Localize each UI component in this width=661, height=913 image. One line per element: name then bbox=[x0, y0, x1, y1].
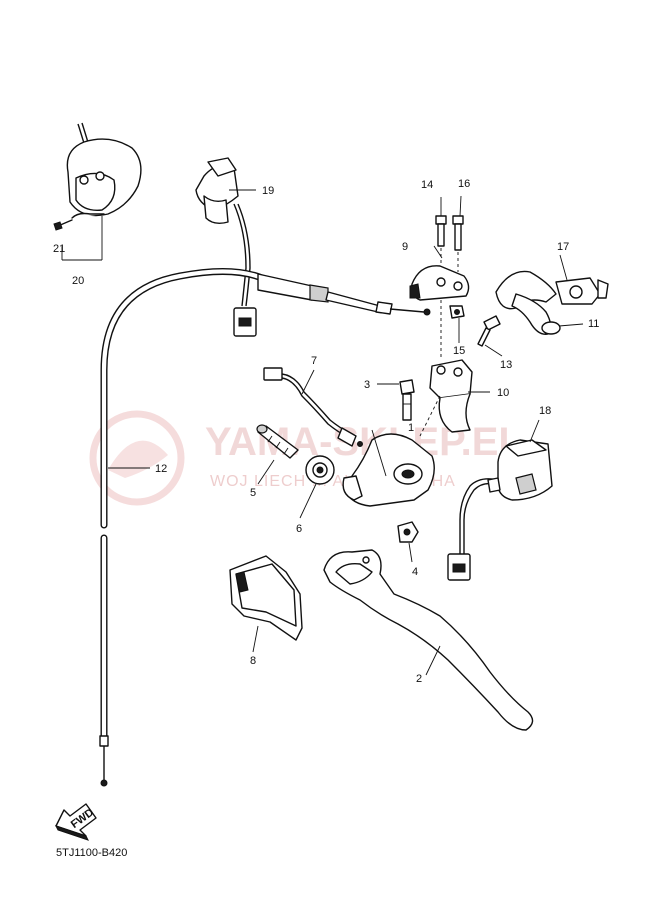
part-screw-13[interactable] bbox=[477, 315, 501, 347]
callout-7: 7 bbox=[311, 355, 317, 367]
part-handlebar-switch-left[interactable] bbox=[66, 122, 142, 219]
callout-14: 14 bbox=[421, 179, 433, 191]
part-lever-holder-1[interactable] bbox=[342, 433, 435, 507]
part-lever-11[interactable] bbox=[511, 293, 561, 335]
callout-15: 15 bbox=[453, 345, 465, 357]
part-clamp-10[interactable] bbox=[429, 359, 473, 433]
callout-5: 5 bbox=[250, 487, 256, 499]
callout-12: 12 bbox=[155, 463, 167, 475]
callout-1: 1 bbox=[408, 422, 414, 434]
drawing-code: 5TJ1100-B420 bbox=[56, 847, 128, 859]
callout-17: 17 bbox=[557, 241, 569, 253]
part-cable-12[interactable] bbox=[99, 268, 431, 787]
callout-20: 20 bbox=[72, 275, 84, 287]
part-clutch-lever-2[interactable] bbox=[323, 549, 534, 731]
callout-2: 2 bbox=[416, 673, 422, 685]
part-bolt-14[interactable] bbox=[435, 215, 447, 247]
part-adjuster-bolt-5[interactable] bbox=[256, 424, 299, 459]
callout-8: 8 bbox=[250, 655, 256, 667]
part-adjuster-nut-6[interactable] bbox=[305, 455, 335, 485]
part-bolt-16[interactable] bbox=[452, 215, 464, 251]
callout-9: 9 bbox=[402, 241, 408, 253]
leader-lines bbox=[61, 189, 584, 676]
callout-16: 16 bbox=[458, 178, 470, 190]
part-nut-15[interactable] bbox=[449, 305, 465, 319]
fwd-arrow-icon: FWD bbox=[55, 803, 97, 841]
part-bolt-3[interactable] bbox=[399, 379, 415, 421]
callouts: 1 2 3 4 5 6 7 8 9 10 11 12 13 14 15 16 1… bbox=[53, 178, 599, 685]
part-clamp-9[interactable] bbox=[409, 265, 470, 301]
callout-19: 19 bbox=[262, 185, 274, 197]
callout-13: 13 bbox=[500, 359, 512, 371]
part-wiring-7[interactable] bbox=[263, 367, 363, 447]
part-nut-4[interactable] bbox=[397, 521, 419, 543]
callout-4: 4 bbox=[412, 566, 418, 578]
part-lever-bracket-17[interactable] bbox=[495, 270, 609, 310]
part-screw-21[interactable] bbox=[53, 219, 73, 231]
part-cover-8[interactable] bbox=[229, 555, 303, 641]
part-switch-18[interactable] bbox=[447, 439, 553, 581]
callout-10: 10 bbox=[497, 387, 509, 399]
callout-3: 3 bbox=[364, 379, 370, 391]
callout-21: 21 bbox=[53, 243, 65, 255]
callout-6: 6 bbox=[296, 523, 302, 535]
callout-11: 11 bbox=[588, 318, 599, 330]
part-switch-assembly-19[interactable] bbox=[195, 157, 257, 337]
callout-18: 18 bbox=[539, 405, 551, 417]
